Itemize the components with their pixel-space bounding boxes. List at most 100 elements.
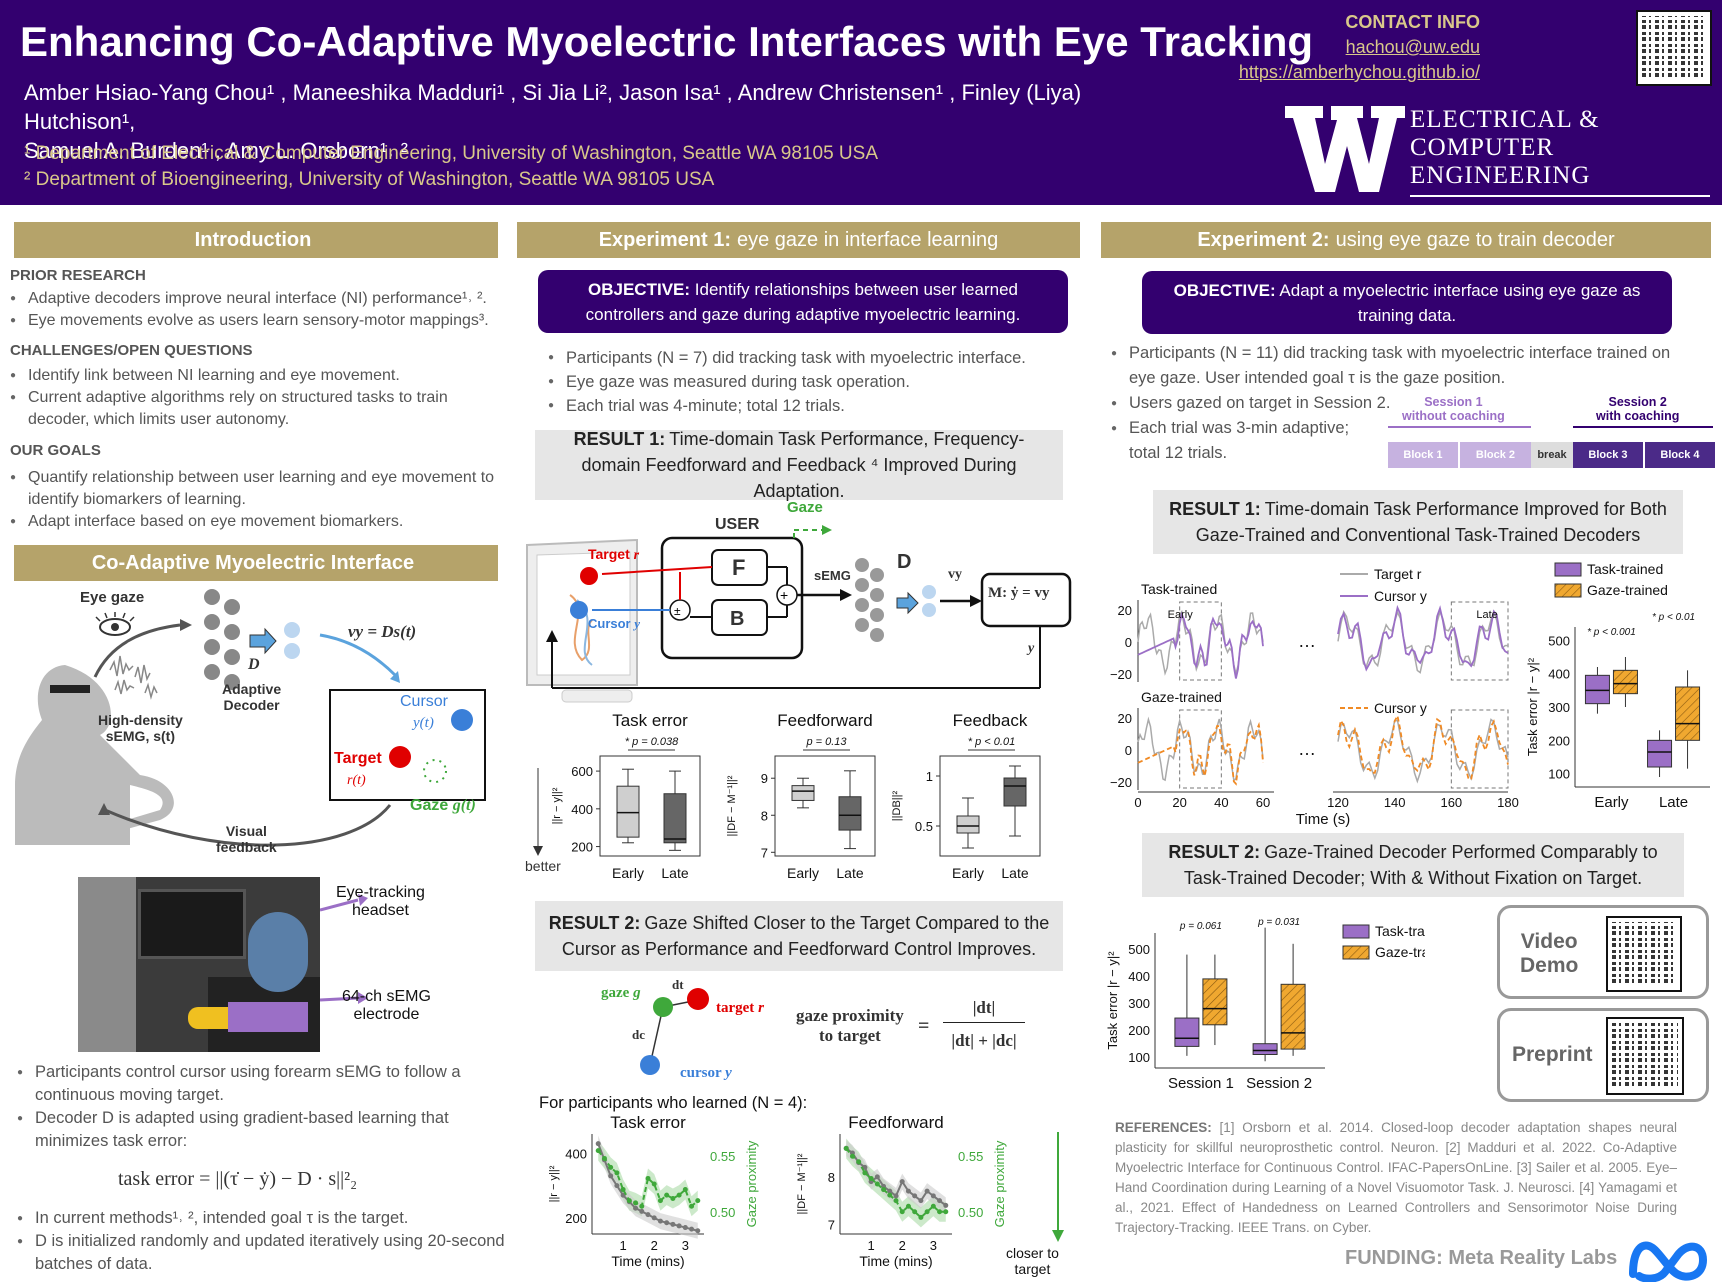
video-demo-qr-code[interactable] <box>1606 916 1682 992</box>
data-point <box>918 1214 924 1220</box>
chart-title: Feedforward <box>777 711 872 730</box>
x-tick-label: Early <box>952 865 984 881</box>
experiment2-result1-banner: RESULT 1:Time-domain Task Performance Im… <box>1153 490 1683 554</box>
data-point <box>937 1198 943 1204</box>
experiment2-objective: OBJECTIVE: Adapt a myoelectric interface… <box>1142 271 1672 334</box>
experiment2-result2-banner: RESULT 2:Gaze-Trained Decoder Performed … <box>1142 833 1684 897</box>
poster-title: Enhancing Co-Adaptive Myoelectric Interf… <box>20 18 1314 65</box>
website-link[interactable]: https://amberhychou.github.io/ <box>1238 62 1480 82</box>
data-point <box>695 1198 701 1204</box>
contact-qr-code[interactable] <box>1636 10 1712 86</box>
y-tick-label: 400 <box>571 802 593 817</box>
significance-label: * p = 0.038 <box>625 736 679 748</box>
y2-tick-label: 0.50 <box>710 1205 735 1220</box>
data-point <box>601 1155 607 1161</box>
control-block-diagram: +± <box>526 525 1072 703</box>
x-axis-label: Time (s) <box>1296 811 1350 828</box>
data-point <box>912 1193 918 1199</box>
x-tick-label: 20 <box>1172 795 1186 810</box>
plot-frame <box>599 755 701 857</box>
experiment2-band: Experiment 2:using eye gaze to train dec… <box>1101 222 1711 258</box>
x-tick-label: Early <box>787 865 819 881</box>
y-tick-label: 7 <box>828 1217 835 1232</box>
y-tick-label: 0 <box>1125 743 1132 758</box>
x-tick-label: 2 <box>651 1238 658 1253</box>
box-early <box>791 785 815 801</box>
preprint-qr-code[interactable] <box>1606 1017 1684 1095</box>
legend-label: Gaze-trained <box>1375 944 1425 960</box>
affiliation-2: ² Department of Bioengineering, Universi… <box>24 169 715 190</box>
y-axis-label: ||DF − M⁻¹||² <box>726 775 738 836</box>
data-point <box>918 1198 924 1204</box>
y-tick-label: 7 <box>761 845 768 860</box>
data-point <box>651 1215 657 1221</box>
y-tick-label: 1 <box>926 769 933 784</box>
x-tick-label: 120 <box>1327 795 1349 810</box>
legend-cursor: Cursor y <box>1374 588 1427 604</box>
data-point <box>639 1203 645 1209</box>
y-tick-label: 400 <box>1548 667 1570 682</box>
prior-research-list: Adaptive decoders improve neural interfa… <box>10 288 515 332</box>
legend-swatch <box>1554 562 1582 577</box>
data-point <box>899 1209 905 1215</box>
data-point <box>881 1187 887 1193</box>
significance-label: p = 0.031 <box>1257 917 1300 928</box>
coadaptive-bullets-2: In current methods¹˒ ², intended goal τ … <box>17 1207 507 1276</box>
y-tick-label: −20 <box>1110 667 1132 682</box>
task-error-equation: task error = ||(τ̇ − ẏ) − D · s||²₂ <box>118 1168 358 1190</box>
x-tick-label: 60 <box>1256 795 1270 810</box>
data-point <box>868 1175 874 1181</box>
x-tick-label: 3 <box>930 1238 937 1253</box>
legend-label: Task-trained <box>1375 923 1425 939</box>
significance-label: * p < 0.001 <box>1587 627 1636 638</box>
introduction-band: Introduction <box>14 222 498 258</box>
y-tick-label: 8 <box>828 1170 835 1185</box>
y-axis-label: ||DF − M⁻¹||² <box>796 1153 808 1214</box>
y2-tick-label: 0.55 <box>710 1149 735 1164</box>
data-point <box>614 1170 620 1176</box>
email-link[interactable]: hachou@uw.edu <box>1345 37 1480 57</box>
data-point <box>862 1170 868 1176</box>
cursor-trace <box>1137 611 1264 679</box>
coadaptive-bullets-1: Participants control cursor using forear… <box>17 1061 507 1153</box>
experiment1-bullets: Participants (N = 7) did tracking task w… <box>548 346 1078 418</box>
late-label: Late <box>1476 609 1497 621</box>
box-gaze-trained <box>1675 686 1701 741</box>
x-tick-label: 1 <box>867 1238 874 1253</box>
better-arrow-head <box>533 846 543 856</box>
box-task-trained <box>1584 674 1610 705</box>
x-tick-label: 180 <box>1497 795 1519 810</box>
box-early <box>616 785 640 838</box>
closer-arrow-head <box>1052 1230 1064 1242</box>
chart-title: Feedback <box>953 711 1028 730</box>
y-axis-label: Task error |r − y|² <box>1105 951 1120 1050</box>
legend-swatch <box>1554 583 1582 598</box>
legend-swatch <box>1342 945 1370 960</box>
y2-axis-label: Gaze proximity <box>992 1140 1007 1227</box>
x-tick-label: 3 <box>682 1238 689 1253</box>
y-tick-label: 600 <box>571 764 593 779</box>
y-axis-label: ||DB||² <box>891 790 903 821</box>
data-point <box>856 1159 862 1165</box>
data-point <box>874 1174 880 1180</box>
data-point <box>930 1203 936 1209</box>
box-gaze-trained <box>1612 669 1638 695</box>
target-trace <box>1337 609 1509 674</box>
affiliation-1: ¹ Department of Electrical & Computer En… <box>24 143 878 164</box>
prior-research-heading: PRIOR RESEARCH <box>10 267 146 284</box>
data-point <box>614 1183 620 1189</box>
x-tick-label: 40 <box>1214 795 1228 810</box>
meta-logo <box>1629 1241 1708 1282</box>
goals-heading: OUR GOALS <box>10 442 101 459</box>
box-late <box>1003 777 1027 807</box>
early-window <box>1179 709 1222 789</box>
legend-target: Target r <box>1374 566 1422 582</box>
target-trace <box>1137 609 1264 676</box>
x-tick-label: Late <box>1001 865 1028 881</box>
y-tick-label: 200 <box>565 1211 587 1226</box>
preprint-card[interactable]: Preprint <box>1497 1008 1709 1102</box>
cursor-trace <box>1337 713 1509 782</box>
x-tick-label: Late <box>661 865 688 881</box>
